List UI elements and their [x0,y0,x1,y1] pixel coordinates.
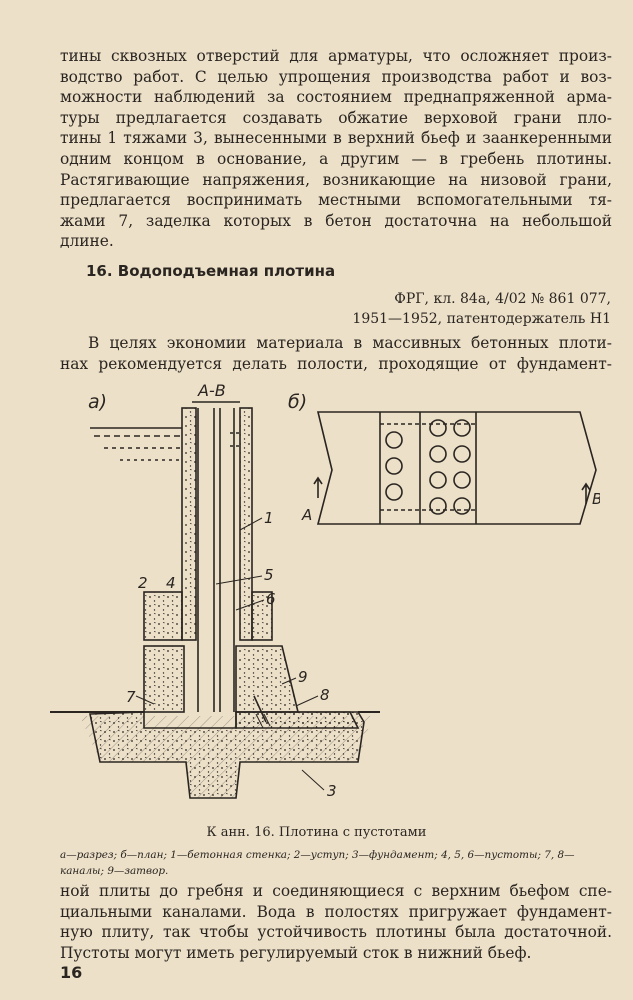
foundation [50,695,380,799]
page-number: 16 [60,963,83,982]
text-line: тины сквозных отверстий для арматуры, чт… [60,47,612,65]
plan-view [313,411,597,525]
figure-caption: К анн. 16. Плотина с пустотами [206,825,427,840]
view-a-label: а) [88,391,107,413]
concrete-wall [143,407,360,729]
callout-numbers: 1 2 3 4 5 6 7 8 9 [126,509,337,800]
text-line: предлагается воспринимать местными вспом… [60,191,612,210]
section-label: А-В [197,381,226,400]
callout-2: 2 [138,574,148,592]
section-mark-b: В [592,490,600,508]
callout-6: 6 [266,590,276,608]
text-line: одним концом в основание, а другим — в г… [60,149,612,168]
text-line: туры предлагается создавать обжатие верх… [60,108,612,127]
figure-legend: а—разрез; б—план; 1—бетонная стенка; 2—у… [60,849,575,877]
callout-4: 4 [166,574,176,592]
text-line: циальными каналами. Вода в полостях приг… [60,902,612,921]
text-line: можности наблюдений за состоянием предна… [60,88,612,107]
text-line: ной плиты до гребня и соединяющиеся с ве… [60,882,612,900]
text-line: В целях экономии материала в массивных б… [88,334,612,352]
section-title: 16. Водоподъемная плотина [86,262,336,280]
text-line: нах рекомендуется делать полости, проход… [60,354,612,373]
callout-9: 9 [298,668,308,686]
callout-8: 8 [320,686,330,704]
callout-5: 5 [264,566,274,584]
section-paragraph: В целях экономии материала в массивных б… [60,333,612,374]
closing-paragraph: ной плиты до гребня и соединяющиеся с ве… [60,881,612,963]
section-mark-a: А [301,506,312,524]
view-b-label: б) [288,391,307,413]
dam-figure: а) А-В [50,381,600,800]
text-line: тины 1 тяжами 3, вынесенными в верхний б… [60,129,612,148]
text-line: Растягивающие напряжения, возникающие на… [60,170,612,189]
text-line: жами 7, заделка которых в бетон достаточ… [60,211,612,230]
water-level [90,427,240,461]
patent-line: 1951—1952, патентодержатель H1 [352,311,611,327]
callout-3: 3 [327,782,337,800]
text-line: ную плиту, так чтобы устойчивость плотин… [60,923,612,942]
text-line: длине. [60,232,114,251]
callout-1: 1 [264,509,274,527]
patent-reference: ФРГ, кл. 84а, 4/02 № 861 077, 1951—1952,… [352,289,611,329]
callout-7: 7 [126,688,136,706]
intro-paragraph: тины сквозных отверстий для арматуры, чт… [60,46,612,252]
text-line: водство работ. С целью упрощения произво… [60,67,612,86]
text-line: Пустоты могут иметь регулируемый сток в … [60,943,532,962]
callout-leaders [135,517,325,791]
patent-line: ФРГ, кл. 84а, 4/02 № 861 077, [394,291,611,307]
